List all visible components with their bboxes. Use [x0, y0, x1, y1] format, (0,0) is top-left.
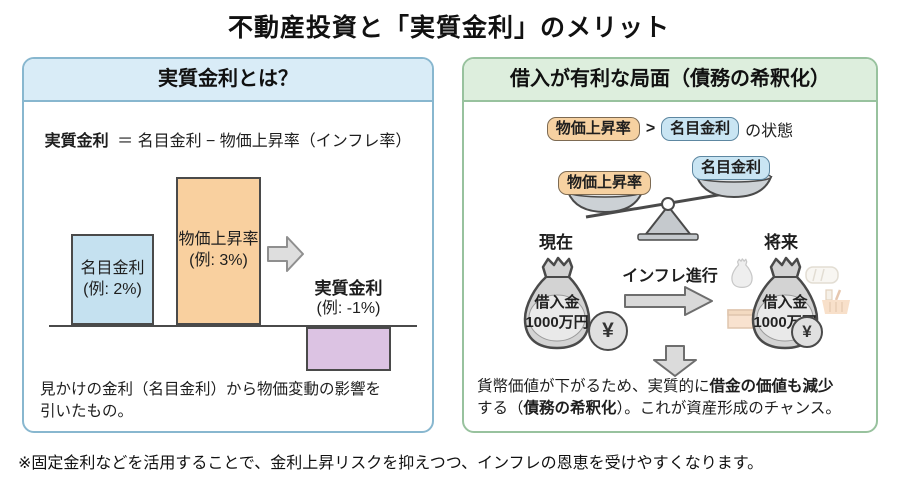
condition-row: 物価上昇率 > 名目金利 の状態	[464, 117, 876, 142]
formula-term: 実質金利	[44, 133, 109, 150]
bar-real-rate	[306, 327, 391, 371]
seesaw-nominal-tag: 名目金利	[692, 156, 771, 181]
bar-inflation-rate: 物価上昇率 (例: 3%)	[176, 177, 261, 325]
real-interest-formula: 実質金利 ＝ 名目金利 − 物価上昇率（インフレ率）	[24, 127, 432, 151]
label-now: 現在	[539, 233, 573, 252]
condition-suffix: の状態	[745, 123, 794, 141]
real-rate-name: 実質金利	[314, 279, 383, 298]
bar-nominal-example: (例: 2%)	[83, 280, 142, 298]
nominal-tag: 名目金利	[661, 117, 740, 142]
yen-coin-icon: ¥	[588, 311, 628, 351]
page-title: 不動産投資と「実質金利」のメリット	[227, 14, 670, 42]
formula-expression: ＝ 名目金利 − 物価上昇率（インフレ率）	[117, 133, 412, 150]
label-future: 将来	[764, 233, 798, 252]
panel-real-interest-definition: 実質金利とは？ 実質金利 ＝ 名目金利 − 物価上昇率（インフレ率） 名目金利 …	[22, 57, 434, 433]
small-money-bag-icon	[731, 258, 753, 288]
footnote: ※固定金利などを活用することで、金利上昇リスクを抑えつつ、インフレの恩恵を受けや…	[18, 455, 764, 472]
greater-than-operator: >	[645, 120, 656, 138]
chart-baseline	[49, 325, 417, 327]
money-bag-icon	[523, 256, 591, 350]
right-arrow-icon	[267, 236, 304, 272]
bar-nominal-rate: 名目金利 (例: 2%)	[71, 234, 154, 325]
cardboard-box-icon	[727, 309, 757, 329]
money-bag-now: 借入金 1000万円	[517, 255, 597, 350]
bag-amount: 借入金 1000万円	[525, 294, 589, 331]
right-panel-title: 借入が有利な局面（債務の希釈化）	[464, 59, 876, 102]
real-rate-example: (例: -1%)	[316, 300, 381, 318]
seesaw-inflation-tag: 物価上昇率	[558, 171, 652, 196]
bar-nominal-label: 名目金利	[80, 259, 145, 277]
right-panel-description: 貨幣価値が下がるため、実質的に借金の価値も減少する（債務の希釈化）。これが資産形…	[477, 378, 841, 417]
bar-inflation-label: 物価上昇率	[178, 231, 259, 249]
shopping-basket-icon	[822, 289, 850, 314]
real-rate-label: 実質金利 (例: -1%)	[301, 278, 396, 319]
yen-coin-icon: ¥	[791, 316, 823, 348]
bread-icon	[805, 266, 839, 284]
bar-inflation-example: (例: 3%)	[189, 252, 248, 269]
left-panel-description: 見かけの金利（名目金利）から物価変動の影響を引いたもの。	[40, 381, 382, 420]
inflation-arrow-icon	[624, 286, 713, 316]
left-panel-title: 実質金利とは？	[24, 59, 432, 102]
panel-borrowing-advantage: 借入が有利な局面（債務の希釈化） 物価上昇率 > 名目金利 の状態 物価上昇率 …	[462, 57, 878, 433]
inflation-progress-label: インフレ進行	[622, 268, 718, 285]
inflation-tag: 物価上昇率	[546, 117, 640, 142]
down-arrow-icon	[653, 345, 697, 377]
